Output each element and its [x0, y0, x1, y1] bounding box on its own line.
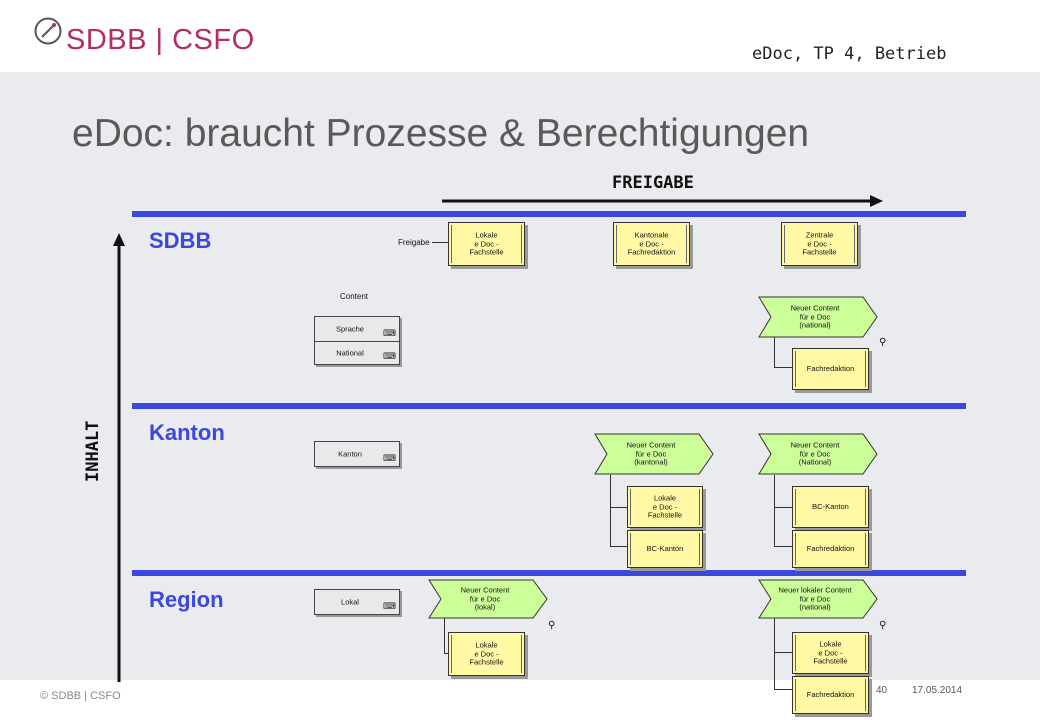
hierarchy-icon: ⚲ — [879, 337, 887, 348]
doc-box-label: BC-Kanton — [646, 543, 684, 553]
doc-box-bc-kanton: BC-Kanton — [792, 486, 869, 528]
connector — [774, 652, 792, 653]
band-kanton — [132, 403, 966, 409]
connector — [444, 653, 448, 654]
logo-text: SDBB | CSFO — [66, 24, 255, 56]
doc-box-lokale-fachstelle: Lokale e Doc - Fachstelle — [448, 632, 525, 676]
page-number: 40 — [876, 685, 888, 696]
keyboard-icon: ⌨ — [383, 453, 396, 463]
content-box-lokal: Lokal ⌨ — [314, 589, 400, 615]
connector — [774, 336, 775, 368]
keyboard-icon: ⌨ — [383, 601, 396, 611]
content-box-sprache: Sprache ⌨ — [314, 316, 400, 342]
hierarchy-icon: ⚲ — [548, 620, 556, 631]
doc-box-label: Fachredaktion — [806, 543, 855, 553]
region-label-kanton: Kanton — [149, 420, 225, 445]
compass-icon — [34, 17, 62, 45]
footer-copyright: © SDBB | CSFO — [40, 690, 121, 702]
footer-date: 17.05.2014 — [912, 685, 963, 696]
process-label: Neuer Content für e Doc (National) — [790, 440, 840, 467]
doc-box-fachredaktion: Fachredaktion — [792, 348, 869, 390]
connector — [774, 546, 792, 547]
doc-box-kantonale-fachredaktion: Kantonale e Doc - Fachredaktion — [613, 222, 690, 266]
connector — [774, 475, 775, 547]
doc-box-label: Lokale e Doc - Fachstelle — [647, 493, 683, 520]
region-label-sdbb: SDBB — [149, 228, 212, 253]
connector — [774, 618, 775, 690]
doc-box-label: Lokale e Doc - Fachstelle — [813, 639, 848, 666]
doc-box-label: Fachredaktion — [806, 363, 855, 373]
process-neuer-lokaler-content-national: Neuer lokaler Content für e Doc (nationa… — [758, 579, 878, 619]
header-subtitle: eDoc, TP 4, Betrieb — [752, 44, 947, 64]
process-neuer-content-national: Neuer Content für e Doc (National) — [758, 433, 878, 475]
doc-box-label: Fachredaktion — [806, 689, 855, 699]
process-label: Neuer Content für e Doc (lokal) — [460, 585, 510, 612]
content-box-national: National ⌨ — [314, 341, 400, 365]
hierarchy-icon: ⚲ — [879, 620, 887, 631]
process-neuer-content-kantonal: Neuer Content für e Doc (kantonal) — [594, 433, 714, 475]
connector — [774, 689, 792, 690]
connector — [432, 242, 448, 243]
freigabe-label: Freigabe — [398, 238, 430, 247]
slide-title: eDoc: braucht Prozesse & Berechtigungen — [72, 112, 810, 155]
doc-box-label: BC-Kanton — [812, 501, 849, 511]
connector — [774, 507, 792, 508]
doc-box-fachredaktion: Fachredaktion — [792, 676, 869, 714]
keyboard-icon: ⌨ — [383, 328, 396, 338]
freigabe-arrow — [442, 195, 883, 207]
doc-box-fachredaktion: Fachredaktion — [792, 530, 869, 568]
doc-box-lokale-fachstelle: Lokale e Doc - Fachstelle — [448, 222, 525, 266]
doc-box-bc-kanton: BC-Kanton — [627, 530, 703, 568]
doc-box-zentrale-fachstelle: Zentrale e Doc - Fachstelle — [781, 222, 858, 266]
doc-box-label: Lokale e Doc - Fachstelle — [469, 640, 504, 667]
region-label-region: Region — [149, 587, 224, 612]
content-box-label: Sprache — [336, 324, 364, 334]
content-box-kanton: Kanton ⌨ — [314, 441, 400, 467]
inhalt-arrow — [113, 233, 125, 682]
band-sdbb — [132, 211, 966, 217]
connector — [610, 546, 627, 547]
inhalt-axis-label: INHALT — [83, 420, 103, 482]
process-label: Neuer lokaler Content für e Doc (nationa… — [778, 585, 852, 612]
connector — [444, 618, 445, 654]
doc-box-label: Kantonale e Doc - Fachredaktion — [627, 230, 676, 257]
process-label: Neuer Content für e Doc (national) — [790, 303, 840, 330]
connector — [774, 367, 792, 368]
process-neuer-content-lokal: Neuer Content für e Doc (lokal) — [428, 579, 548, 619]
connector — [610, 507, 627, 508]
process-neuer-content-national: Neuer Content für e Doc (national) — [758, 296, 878, 338]
content-box-label: Kanton — [338, 449, 362, 459]
process-label: Neuer Content für e Doc (kantonal) — [626, 440, 676, 467]
freigabe-axis-label: FREIGABE — [612, 173, 694, 193]
band-region — [132, 570, 966, 576]
content-box-label: National — [336, 348, 364, 358]
content-label: Content — [340, 292, 369, 301]
connector — [610, 475, 611, 547]
doc-box-label: Zentrale e Doc - Fachstelle — [802, 230, 837, 257]
doc-box-label: Lokale e Doc - Fachstelle — [469, 230, 504, 257]
doc-box-lokale-fachstelle: Lokale e Doc - Fachstelle — [627, 486, 703, 528]
content-box-label: Lokal — [341, 597, 359, 607]
doc-box-lokale-fachstelle: Lokale e Doc - Fachstelle — [792, 632, 869, 674]
keyboard-icon: ⌨ — [383, 351, 396, 361]
